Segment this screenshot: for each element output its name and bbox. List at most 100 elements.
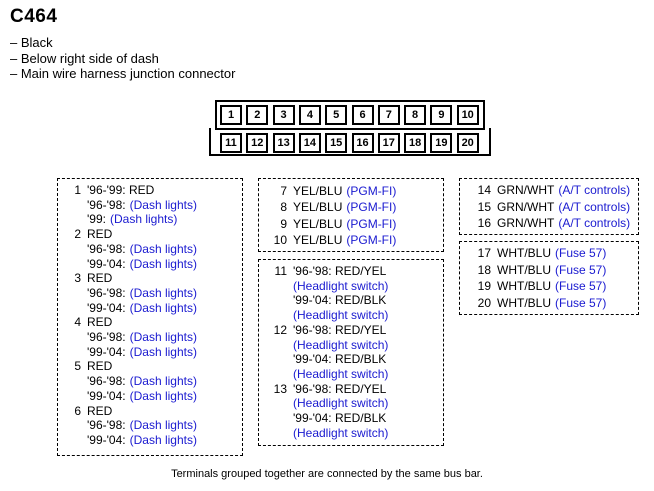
connector-pin-14: 14 xyxy=(298,133,321,153)
circuit-label: (Dash lights) xyxy=(129,285,197,300)
connector-pin-1: 1 xyxy=(220,105,242,125)
circuit-label: (Dash lights) xyxy=(129,330,197,344)
circuit-label: (Fuse 57) xyxy=(555,295,607,310)
pin-number: 6 xyxy=(74,403,81,418)
wire-line: 13'96-'98: RED/YEL xyxy=(259,382,387,396)
connector-pin-3: 3 xyxy=(272,105,295,125)
circuit-label: (PGM-FI) xyxy=(346,232,397,247)
wire-line: '96-'98:(Dash lights) xyxy=(58,242,197,256)
pin-number: 20 xyxy=(477,295,491,310)
wire-line: (Headlight switch) xyxy=(259,308,388,322)
info-color: – Black xyxy=(10,35,53,50)
circuit-label: (Fuse 57) xyxy=(555,279,607,293)
wire-description: '99-'04: RED/BLK xyxy=(293,293,387,308)
pin-number: 16 xyxy=(477,216,491,230)
pin-number: 8 xyxy=(280,200,287,215)
circuit-label: (Dash lights) xyxy=(129,388,197,403)
wire-description: YEL/BLU xyxy=(293,184,343,198)
circuit-label: (Dash lights) xyxy=(129,418,197,433)
circuit-label: (A/T controls) xyxy=(558,183,631,197)
wire-line: (Headlight switch) xyxy=(259,426,388,440)
wire-description: '96-'98: RED/YEL xyxy=(293,322,387,337)
wire-description: '96-'98: RED/YEL xyxy=(293,264,387,278)
connector-pin-11: 11 xyxy=(220,133,242,153)
circuit-label: (Headlight switch) xyxy=(293,278,389,293)
wire-description: '96-'98: xyxy=(87,330,126,344)
wire-line: '99-'04:(Dash lights) xyxy=(58,389,197,403)
wire-description: '99-'04: xyxy=(87,344,126,359)
pin-number: 9 xyxy=(280,216,287,231)
circuit-label: (Dash lights) xyxy=(129,344,197,359)
info-description: – Main wire harness junction connector xyxy=(10,66,236,81)
connector-pin-10: 10 xyxy=(456,105,479,125)
circuit-label: (PGM-FI) xyxy=(346,216,397,231)
bus-bar-note: Terminals grouped together are connected… xyxy=(171,468,483,480)
pin-number: 19 xyxy=(477,279,491,293)
wire-description: '99-'04: xyxy=(87,388,126,403)
wire-description: '99-'04: xyxy=(87,256,126,271)
connector-title: C464 xyxy=(10,6,58,27)
wire-line: '99:(Dash lights) xyxy=(58,212,177,226)
wire-description: '99: xyxy=(87,212,106,227)
wire-line: '96-'98:(Dash lights) xyxy=(58,330,197,344)
connector-bottom-shell xyxy=(209,128,491,156)
wire-description: '96-'98: xyxy=(87,241,126,256)
pin-number: 14 xyxy=(477,183,491,197)
wire-description: '96-'98: xyxy=(87,418,126,433)
circuit-label: (Headlight switch) xyxy=(293,308,389,323)
pin-number: 7 xyxy=(280,184,287,198)
wire-line: 19 WHT/BLU (Fuse 57) xyxy=(460,279,607,293)
wire-description: YEL/BLU xyxy=(293,232,343,247)
wire-description: '96-'98: xyxy=(87,197,126,212)
wire-description: WHT/BLU xyxy=(497,246,551,260)
pin-number: 1 xyxy=(74,183,81,197)
info-location: – Below right side of dash xyxy=(10,50,159,66)
pin-number: 17 xyxy=(477,246,491,260)
wire-description: WHT/BLU xyxy=(497,279,551,293)
wire-line: (Headlight switch) xyxy=(259,279,388,293)
pin-number: 12 xyxy=(273,322,287,337)
connector-pin-2: 2 xyxy=(246,105,269,125)
circuit-label: (Headlight switch) xyxy=(293,396,389,411)
connector-info: – Black – Below right side of dash – Mai… xyxy=(10,35,235,82)
wire-description: '99-'04: RED/BLK xyxy=(293,411,387,425)
wire-line: '99-'04: RED/BLK xyxy=(259,293,386,307)
circuit-label: (A/T controls) xyxy=(558,199,631,214)
circuit-label: (Dash lights) xyxy=(109,212,178,227)
circuit-label: (A/T controls) xyxy=(558,216,631,230)
pin-number: 5 xyxy=(74,359,81,374)
wire-line: (Headlight switch) xyxy=(259,338,388,352)
wire-line: '99-'04:(Dash lights) xyxy=(58,345,197,359)
wire-description: '96-'98: xyxy=(87,374,126,389)
pin-number: 10 xyxy=(273,232,287,247)
wire-description: RED xyxy=(87,359,113,374)
connector-pin-20: 20 xyxy=(456,133,479,153)
wire-line: (Headlight switch) xyxy=(259,396,388,410)
wire-line: '99-'04:(Dash lights) xyxy=(58,301,197,315)
wire-line: '99-'04:(Dash lights) xyxy=(58,433,197,447)
connector-pin-7: 7 xyxy=(377,105,400,125)
wire-description: '99-'04: RED/BLK xyxy=(293,352,387,367)
wire-description: YEL/BLU xyxy=(293,216,343,231)
pin-group-11-13: 11'96-'98: RED/YEL(Headlight switch)'99-… xyxy=(258,259,444,446)
connector-pin-15: 15 xyxy=(325,133,348,153)
circuit-label: (Dash lights) xyxy=(129,256,197,271)
circuit-label: (Dash lights) xyxy=(129,300,197,315)
connector-top-shell xyxy=(215,100,485,130)
pin-number: 2 xyxy=(74,227,81,242)
wire-line: '96-'98:(Dash lights) xyxy=(58,374,197,388)
connector-pin-19: 19 xyxy=(430,133,453,153)
circuit-label: (Dash lights) xyxy=(129,432,197,447)
wire-line: 5 RED xyxy=(58,359,112,373)
wire-description: GRN/WHT xyxy=(497,199,555,214)
wire-line: '99-'04: RED/BLK xyxy=(259,411,386,425)
